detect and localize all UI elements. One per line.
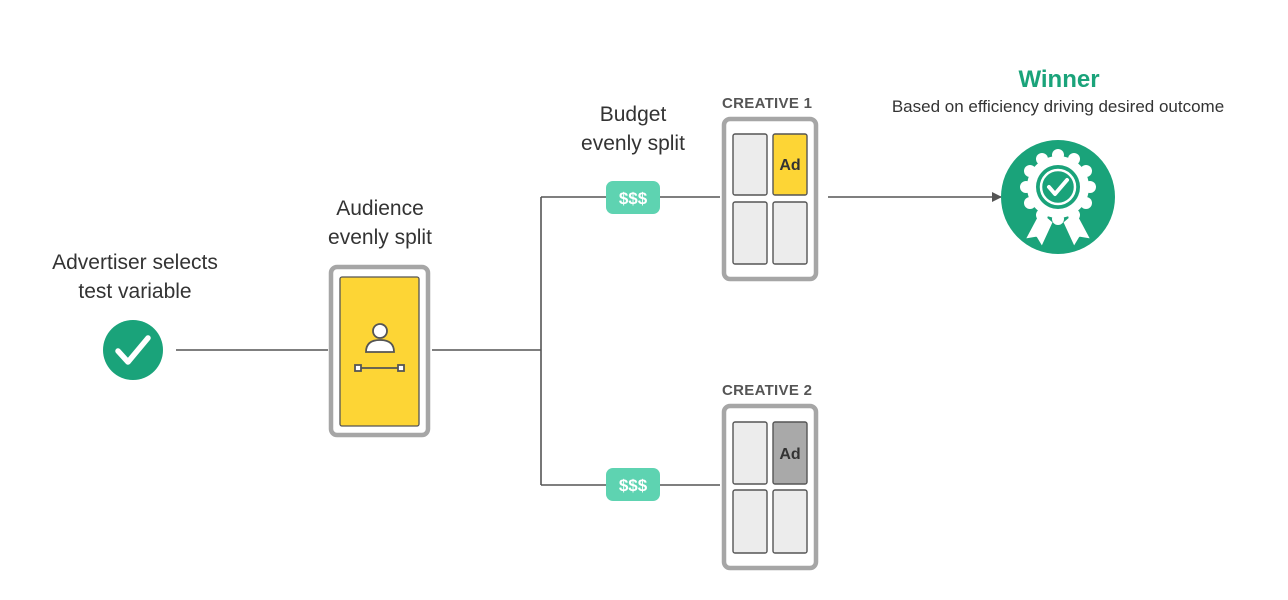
budget-label-line1: Budget (599, 103, 667, 126)
creative-2-ad-text: Ad (779, 446, 800, 463)
budget-step-label: Budget evenly split (543, 100, 723, 158)
creative-2-tile-top-left (732, 421, 768, 485)
creative-2-tile-bottom-left (732, 489, 768, 554)
creative-2-ad-tile (772, 421, 808, 485)
creative-1-ad-tile (772, 133, 808, 196)
creative-2-tile-bottom-right (772, 489, 808, 554)
creative-2-label: CREATIVE 2 (722, 382, 813, 399)
winner-title: Winner (1018, 66, 1100, 93)
budget-tag-1-text: $$$ (619, 189, 648, 208)
budget-label-line2: evenly split (581, 132, 685, 155)
person-split-icon (354, 323, 405, 372)
creative-1-tile-top-left (732, 133, 768, 196)
advertiser-label-line1: Advertiser selects (52, 251, 218, 274)
creative-2-phone: Ad (721, 403, 819, 571)
advertiser-step-label: Advertiser selects test variable (20, 248, 250, 306)
creative-1-phone: Ad (721, 116, 819, 282)
budget-tag-2-text: $$$ (619, 476, 648, 495)
audience-phone-icon (328, 264, 431, 438)
winner-subtitle: Based on efficiency driving desired outc… (891, 97, 1225, 116)
creative-1-tile-bottom-right (772, 201, 808, 265)
audience-label-line1: Audience (336, 197, 424, 220)
creative-1-ad-text: Ad (779, 157, 800, 174)
budget-tag-1: $$$ (606, 181, 660, 214)
creative-1-tile-bottom-left (732, 201, 768, 265)
award-ribbon-icon (1001, 140, 1115, 254)
audience-step-label: Audience evenly split (280, 194, 480, 252)
check-circle-icon (103, 320, 163, 380)
advertiser-label-line2: test variable (78, 280, 192, 303)
audience-label-line2: evenly split (328, 226, 432, 249)
creative-1-label: CREATIVE 1 (722, 95, 813, 112)
budget-tag-2: $$$ (606, 468, 660, 501)
connector-lines (176, 192, 1002, 486)
